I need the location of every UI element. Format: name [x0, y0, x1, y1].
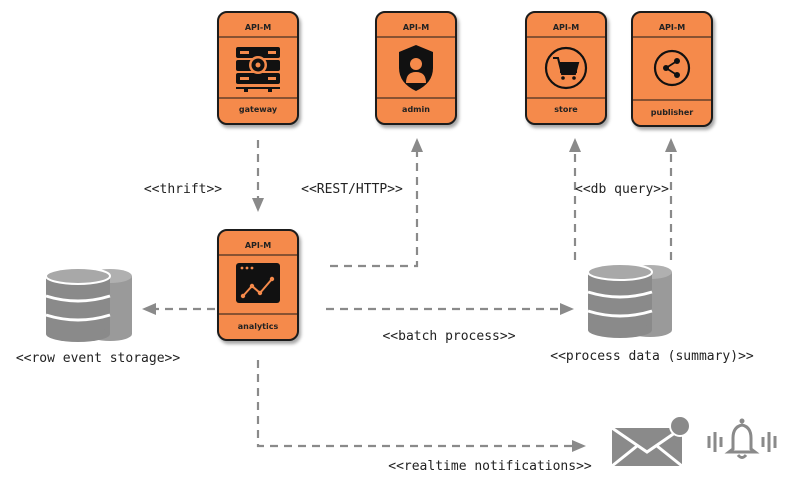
analytics-label: analytics: [238, 322, 279, 331]
arrow-to-store: [569, 138, 581, 152]
edge-label-realtime-notifications: <<realtime notifications>>: [388, 459, 592, 474]
admin-label: admin: [402, 105, 430, 114]
edge-label-db-query: <<db query>>: [575, 182, 669, 197]
component-admin[interactable]: API-M admin: [375, 11, 457, 125]
bell-icon: [707, 418, 777, 459]
line-chart-window-icon: [236, 263, 280, 303]
arrow-to-notifications: [572, 440, 586, 452]
arrow-to-process-data: [560, 303, 574, 315]
gateway-label: gateway: [239, 105, 278, 114]
edge-label-thrift: <<thrift>>: [144, 182, 222, 197]
connectors: [142, 138, 677, 452]
gateway-header: API-M: [245, 23, 271, 32]
analytics-header: API-M: [245, 241, 271, 250]
store-label: store: [554, 105, 578, 114]
server-gear-icon: [236, 47, 280, 92]
edge-label-batch-process: <<batch process>>: [382, 329, 515, 344]
component-publisher[interactable]: API-M publisher: [631, 11, 713, 127]
envelope-icon: [611, 415, 691, 468]
component-analytics[interactable]: API-M analytics: [217, 229, 299, 341]
shopping-cart-icon: [544, 46, 588, 90]
arrow-to-row-storage: [142, 303, 156, 315]
edge-label-rest-http: <<REST/HTTP>>: [301, 182, 403, 197]
storage-label-row-event: <<row event storage>>: [16, 351, 181, 366]
arrow-to-admin: [411, 138, 423, 152]
edge-analytics-notifications: [256, 360, 572, 448]
store-header: API-M: [553, 23, 579, 32]
component-gateway[interactable]: API-M gateway: [217, 11, 299, 125]
process-data-database-icon: [587, 263, 672, 338]
admin-shield-icon: [399, 45, 433, 91]
arrow-to-analytics: [252, 198, 264, 212]
storage-label-process-data: <<process data (summary)>>: [550, 349, 754, 364]
admin-header: API-M: [403, 23, 429, 32]
component-store[interactable]: API-M store: [525, 11, 607, 125]
row-event-storage-database-icon: [45, 267, 132, 342]
publisher-header: API-M: [659, 23, 685, 32]
publisher-label: publisher: [651, 108, 694, 117]
edge-analytics-admin: [330, 152, 419, 268]
arrow-to-publisher: [665, 138, 677, 152]
share-icon: [653, 49, 691, 87]
